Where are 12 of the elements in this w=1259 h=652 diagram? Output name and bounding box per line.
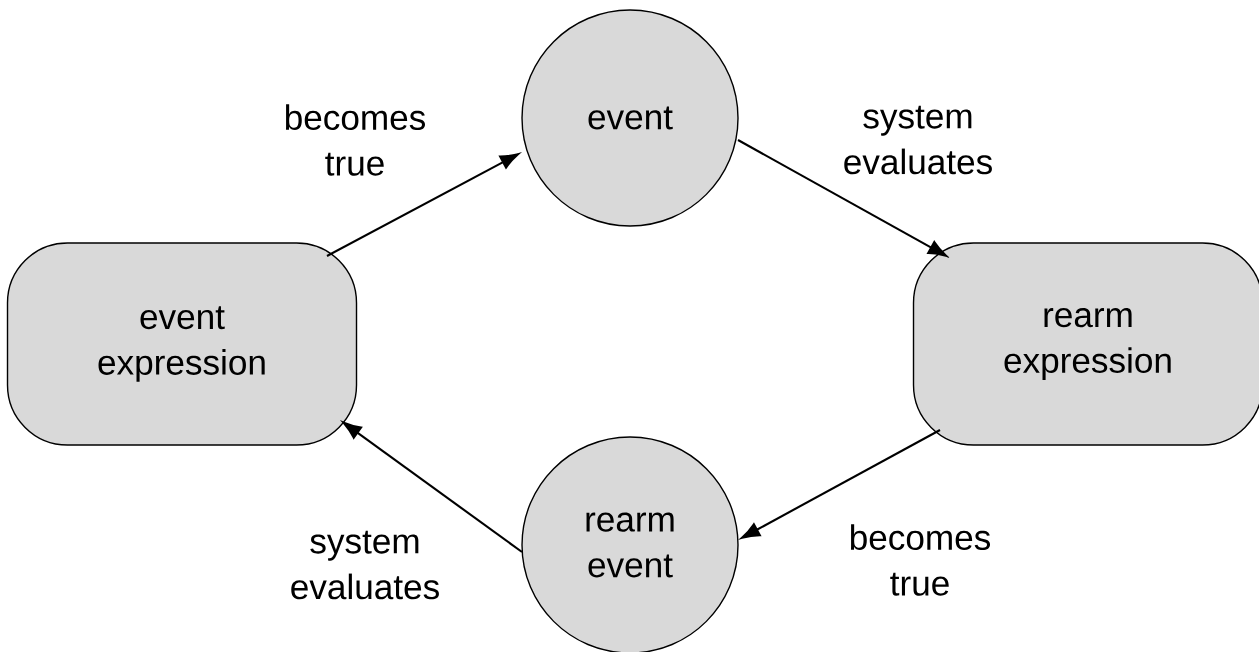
- arrow: [342, 421, 523, 553]
- circle-node: event: [521, 9, 739, 227]
- rounded-box: rearm expression: [912, 242, 1259, 446]
- edge-label: system evaluates: [844, 105, 992, 175]
- edge-label: system evaluates: [291, 530, 439, 600]
- circle-node: rearm event: [521, 436, 739, 652]
- rounded-box: event expression: [6, 242, 358, 446]
- edge-label: becomes true: [285, 104, 425, 176]
- edge-label: becomes true: [850, 524, 990, 596]
- arrow: [326, 153, 520, 257]
- arrow: [740, 429, 941, 539]
- arrow: [737, 139, 948, 257]
